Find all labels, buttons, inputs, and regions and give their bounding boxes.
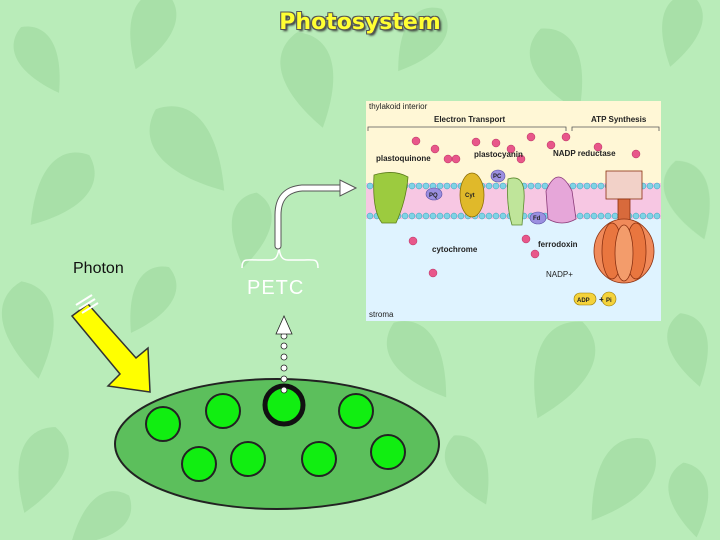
fd-molecule	[529, 211, 547, 225]
pigment-circle	[338, 393, 374, 429]
stroma-label: stroma	[369, 310, 394, 319]
nadp-reductase-protein	[545, 176, 577, 224]
pi-label: Pi	[606, 298, 612, 304]
pq-molecule	[425, 187, 443, 201]
pigment-molecules	[145, 393, 406, 482]
cytochrome-protein	[459, 172, 485, 218]
plastocyanin-protein	[507, 177, 525, 226]
pigment-circle	[205, 393, 241, 429]
photon-arrow	[70, 294, 151, 393]
plastocyanin-label: plastocyanin	[474, 150, 523, 159]
dotted-arrow	[275, 315, 293, 394]
nadp-reductase-label: NADP reductase	[553, 149, 616, 158]
pc-molecule	[490, 169, 506, 183]
reaction-center	[262, 383, 306, 427]
atp-synthesis-label: ATP Synthesis	[591, 115, 647, 124]
pi-badge	[601, 291, 617, 307]
adp-label: ADP	[577, 298, 590, 304]
pigment-circle	[145, 406, 181, 442]
electron-transport-label: Electron Transport	[434, 115, 505, 124]
plastoquinone-label: plastoquinone	[376, 154, 431, 163]
electron-transport-figure: thylakoid interior Electron Transport AT…	[366, 101, 661, 321]
pigment-circle	[230, 441, 266, 477]
plastoquinone-protein	[373, 172, 409, 224]
pigment-circle	[370, 434, 406, 470]
thylakoid-interior-label: thylakoid interior	[369, 102, 428, 111]
pc-label: PC	[493, 174, 502, 180]
curved-arrow	[274, 179, 358, 250]
plus-label: +	[599, 295, 604, 304]
atp-synthase	[593, 170, 655, 284]
photon-label: Photon	[73, 260, 124, 277]
petc-label: PETC	[247, 277, 305, 299]
pigment-circle	[181, 446, 217, 482]
fd-label: Fd	[533, 216, 541, 222]
cytochrome-label: cytochrome	[432, 245, 478, 254]
adp-badge	[573, 292, 597, 306]
h-plus-ions	[408, 132, 641, 278]
ferrodoxin-label: ferrodoxin	[538, 240, 578, 249]
pq-label: PQ	[429, 193, 438, 199]
cyt-label: Cyt	[465, 193, 475, 199]
nadp-plus-label: NADP+	[546, 270, 573, 279]
petc-brace	[241, 247, 319, 269]
slide-title: Photosystem	[279, 10, 441, 35]
pigment-circle	[301, 441, 337, 477]
